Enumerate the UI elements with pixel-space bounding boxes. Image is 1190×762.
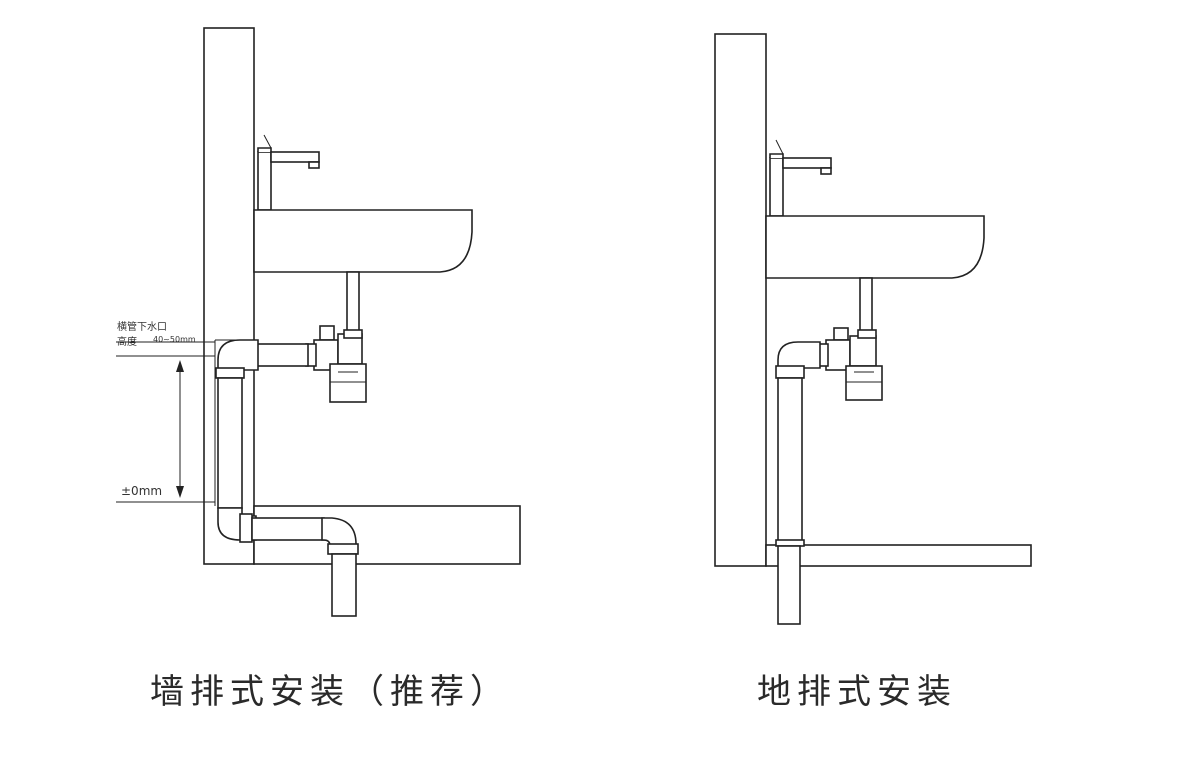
wall-right — [714, 33, 767, 567]
floor-pipe-horizontal — [251, 517, 325, 541]
trap-left — [305, 325, 367, 403]
drain-pipe-down-left — [331, 553, 357, 617]
dimension-marker — [116, 341, 215, 503]
drain-pipe-vertical-right — [777, 377, 803, 545]
basin-right — [765, 215, 985, 279]
basin-left — [253, 209, 473, 273]
height-label: 高度 — [117, 337, 137, 348]
drain-pipe-below-floor-right — [777, 545, 801, 625]
caption-wall-drain: 墙排式安装（推荐） — [150, 672, 510, 712]
floor-drain-illustration — [714, 33, 1032, 625]
caption-floor-drain: 地排式安装 — [757, 672, 957, 712]
outlet-label: 横管下水口 — [117, 322, 167, 333]
faucet-left — [257, 134, 320, 211]
tailpiece-left — [346, 271, 360, 335]
height-range: 40~50mm — [153, 335, 196, 344]
tailpiece-right — [859, 277, 873, 339]
floor-right — [765, 544, 1032, 567]
zero-mark: ±0mm — [121, 484, 163, 498]
faucet-right — [769, 139, 832, 217]
trap-right — [817, 327, 883, 401]
wall-drain-illustration — [116, 27, 521, 617]
wall-pipe-horizontal — [255, 343, 309, 367]
wall-pipe-vertical — [217, 377, 243, 509]
